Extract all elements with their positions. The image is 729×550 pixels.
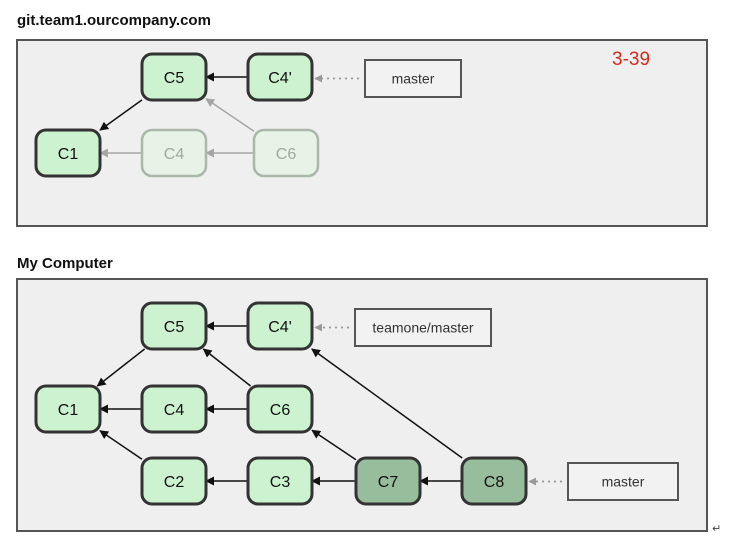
remote-edge-c5-to-c1 <box>99 99 143 131</box>
ref-label: master <box>392 71 435 87</box>
commit-label: C4 <box>164 402 185 419</box>
ref-box <box>567 462 679 501</box>
edges-layer <box>96 72 562 486</box>
commit-label: C4' <box>268 319 292 336</box>
local-commit-c4: C4 <box>140 384 208 434</box>
remote-edge-c6-to-c5 <box>205 98 255 132</box>
local-commit-c7: C7 <box>354 456 422 506</box>
commit-label: C7 <box>378 474 399 491</box>
remote-commit-c1: C1 <box>34 128 102 178</box>
commit-box <box>140 456 208 506</box>
commit-box <box>140 301 208 351</box>
commit-box <box>34 128 102 178</box>
local-edge-c7-to-c6 <box>311 429 357 461</box>
local-commit-c6: C6 <box>246 384 314 434</box>
commit-label: C4' <box>268 70 292 87</box>
local-edge-c2-to-c1 <box>99 430 143 460</box>
local-ref-teamone-master: teamone/master <box>354 308 492 347</box>
remote-ref-master: master <box>364 59 462 98</box>
ref-box <box>364 59 462 98</box>
commit-label: C4 <box>164 146 185 163</box>
local-edge-c6-to-c5 <box>202 348 252 387</box>
commit-box <box>246 384 314 434</box>
local-commit-c2: C2 <box>140 456 208 506</box>
commit-box <box>246 301 314 351</box>
commit-label: C5 <box>164 70 185 87</box>
commit-label: C8 <box>484 474 505 491</box>
local-computer-title: My Computer <box>17 255 113 272</box>
commit-label: C3 <box>270 474 291 491</box>
commit-box <box>246 52 314 102</box>
remote-repository-panel <box>16 39 708 227</box>
commit-label: C1 <box>58 146 79 163</box>
paragraph-return-mark: ↵ <box>712 522 722 535</box>
commit-box <box>34 384 102 434</box>
commit-box <box>252 128 320 178</box>
remote-commit-c6: C6 <box>252 128 320 178</box>
ref-label: teamone/master <box>372 320 473 336</box>
figure-number: 3-39 <box>612 49 651 70</box>
remote-commit-c4: C4 <box>140 128 208 178</box>
local-commit-c5: C5 <box>140 301 208 351</box>
commit-label: C1 <box>58 402 79 419</box>
commit-box <box>460 456 528 506</box>
commit-box <box>354 456 422 506</box>
local-ref-master: master <box>567 462 679 501</box>
ref-box <box>354 308 492 347</box>
commit-box <box>140 52 208 102</box>
local-commit-c1: C1 <box>34 384 102 434</box>
local-edge-c5-to-c1 <box>96 348 146 387</box>
commit-box <box>140 384 208 434</box>
local-commit-c3: C3 <box>246 456 314 506</box>
remote-server-title: git.team1.ourcompany.com <box>17 12 211 29</box>
commit-label: C5 <box>164 319 185 336</box>
commit-box <box>140 128 208 178</box>
ref-label: master <box>602 474 645 490</box>
local-commit-c8: C8 <box>460 456 528 506</box>
remote-commit-c5: C5 <box>140 52 208 102</box>
local-edge-c8-to-c4p <box>311 348 463 459</box>
commit-box <box>246 456 314 506</box>
remote-commit-c4p: C4' <box>246 52 314 102</box>
local-commit-c4p: C4' <box>246 301 314 351</box>
commit-label: C6 <box>270 402 291 419</box>
commit-label: C6 <box>276 146 297 163</box>
commit-label: C2 <box>164 474 185 491</box>
